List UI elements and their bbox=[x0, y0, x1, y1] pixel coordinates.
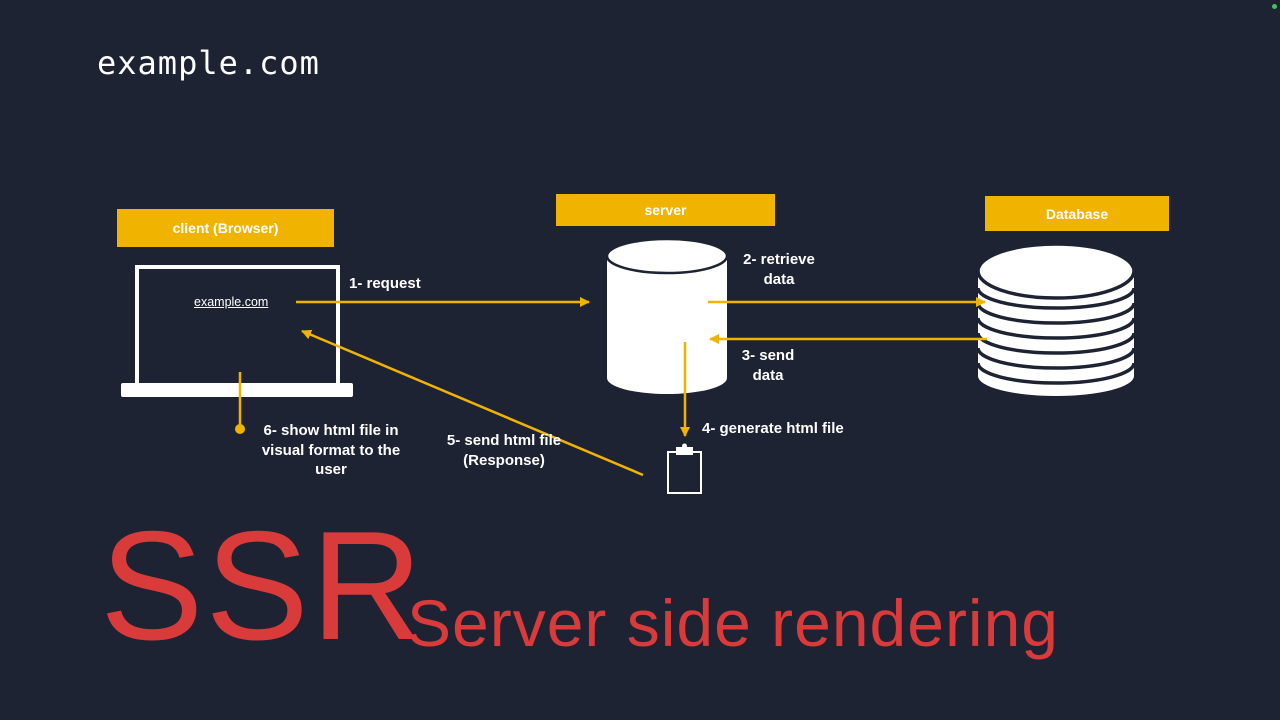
ssr-title: SSR bbox=[100, 499, 425, 672]
database-stack-icon bbox=[976, 242, 1136, 396]
server-cylinder-icon bbox=[605, 237, 729, 394]
step-3-label: 3- send data bbox=[741, 347, 795, 384]
step-4-label: 4- generate html file bbox=[702, 420, 844, 437]
client-label-box bbox=[117, 209, 334, 247]
server-label-box bbox=[556, 194, 775, 226]
step-5-label: 5- send html file (Response) bbox=[446, 432, 562, 469]
laptop-icon bbox=[121, 265, 353, 397]
server-label: server bbox=[644, 202, 687, 218]
clipboard-file-icon bbox=[667, 443, 702, 494]
url-heading: example.com bbox=[97, 44, 320, 82]
recording-indicator-icon bbox=[1272, 4, 1277, 9]
step-1-label: 1- request bbox=[349, 275, 421, 292]
client-label: client (Browser) bbox=[172, 220, 279, 236]
database-label-box bbox=[985, 196, 1169, 231]
laptop-screen-url: example.com bbox=[194, 295, 269, 309]
database-label: Database bbox=[1045, 205, 1109, 222]
arrow-response bbox=[301, 329, 644, 477]
step-6-label: 6- show html file in visual format to th… bbox=[261, 422, 401, 478]
ssr-subtitle: Server side rendering bbox=[407, 586, 1059, 660]
step-2-label: 2- retrieve data bbox=[743, 251, 815, 288]
arrow-show-html bbox=[235, 372, 245, 434]
